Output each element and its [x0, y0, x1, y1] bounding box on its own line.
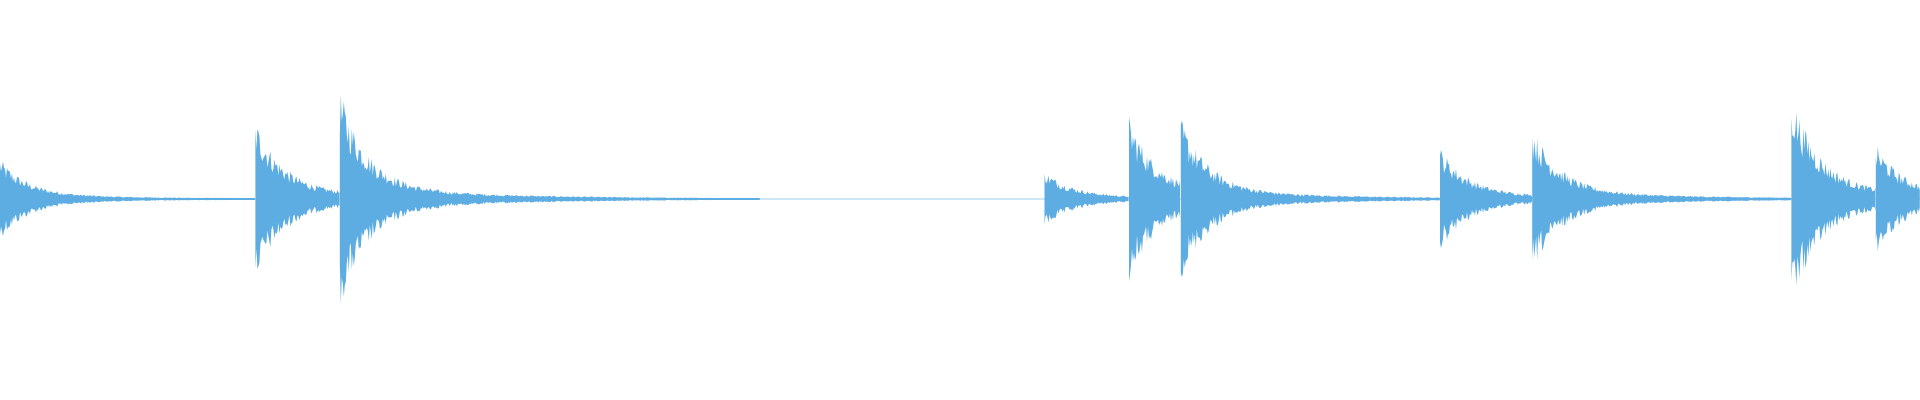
waveform-onset [1875, 146, 1920, 252]
waveform-onset [1532, 137, 1792, 261]
waveform-onset [1044, 173, 1129, 225]
waveform-onset [1440, 149, 1532, 249]
waveform-onset [339, 94, 760, 304]
waveform-onset [0, 161, 255, 237]
waveform-onsets [0, 94, 1920, 304]
waveform-onset [1180, 120, 1440, 278]
waveform-onset [1129, 116, 1180, 282]
waveform-onset [255, 129, 340, 269]
waveform-onset [1791, 112, 1876, 286]
